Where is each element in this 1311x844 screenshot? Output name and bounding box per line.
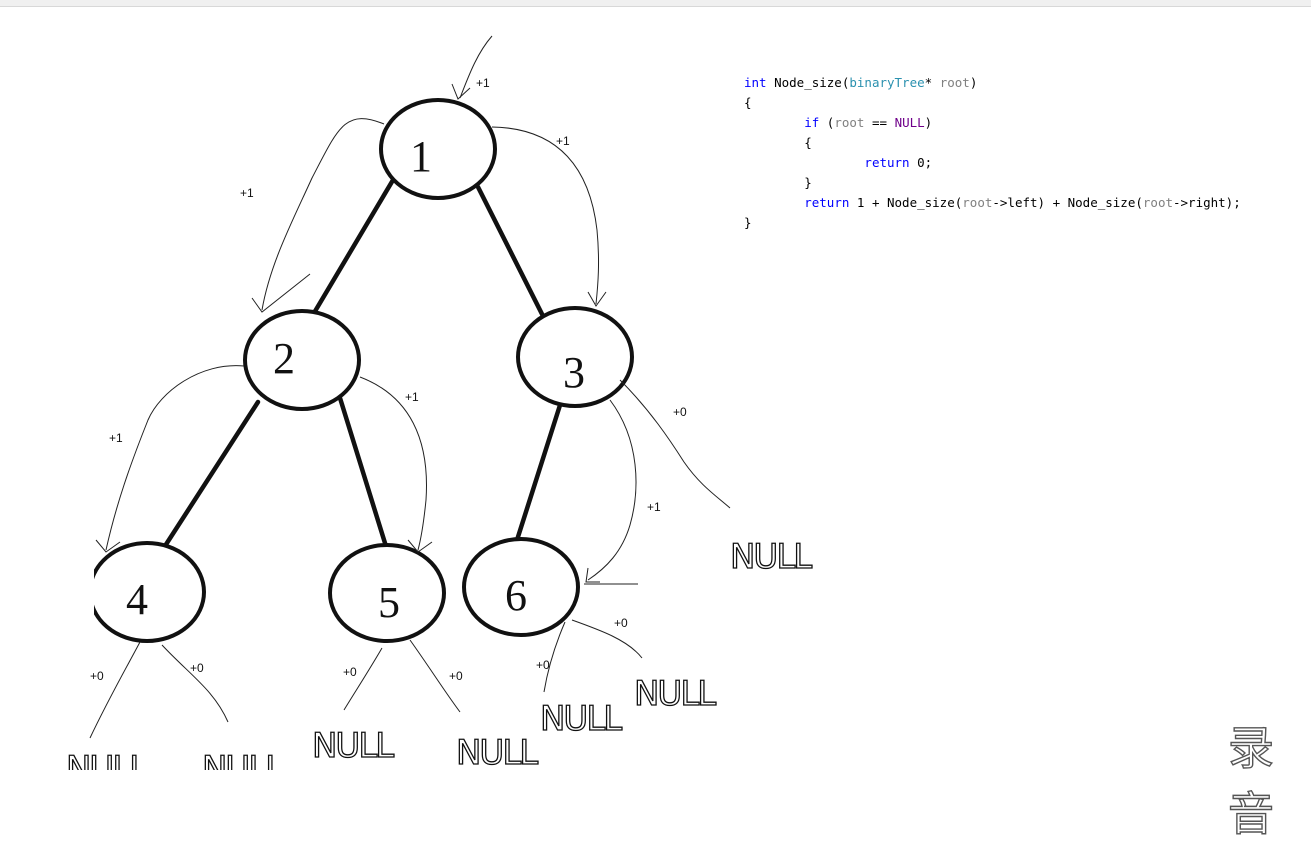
- code-text: ): [924, 115, 933, 130]
- arrow-4-left: [89, 641, 141, 739]
- code-text: ): [969, 75, 978, 90]
- node-1-label: 1: [410, 132, 432, 181]
- null-4-left: NULL: [66, 749, 148, 770]
- edge-2-4: [162, 399, 261, 549]
- edge-label-2-left: +1: [109, 431, 123, 445]
- code-indent: [744, 195, 804, 210]
- arrowhead-1-left: [251, 273, 311, 313]
- code-line-1: int Node_size(binaryTree* root): [744, 73, 1304, 93]
- node-3-label: 3: [563, 348, 585, 397]
- arrow-2-left: [105, 365, 245, 551]
- edge-1-3: [475, 184, 549, 325]
- code-text: (: [819, 115, 835, 130]
- null-3-right: NULL: [730, 537, 812, 577]
- edge-label-6-left: +0: [536, 658, 550, 672]
- arrowhead-2-left: [95, 539, 121, 553]
- code-text: 1 + Node_size(: [849, 195, 963, 210]
- arrowhead-1-right: [587, 291, 607, 307]
- code-line-2: {: [744, 95, 752, 110]
- node-6-label: 6: [505, 571, 527, 620]
- code-keyword: int: [744, 75, 767, 90]
- edge-label-5-left: +0: [343, 665, 357, 679]
- null-6-right: NULL: [634, 674, 716, 714]
- code-macro: NULL: [894, 115, 925, 130]
- code-text: ==: [864, 115, 895, 130]
- node-4-circle: [94, 541, 206, 643]
- arrow-5-left: [343, 647, 383, 711]
- node-2-label: 2: [273, 334, 295, 383]
- arrowhead-3-left: [585, 567, 600, 583]
- code-type: binaryTree: [849, 75, 925, 90]
- code-param: root: [834, 115, 865, 130]
- code-param: root: [962, 195, 993, 210]
- edge-label-4-left: +0: [90, 669, 104, 683]
- code-keyword: return: [804, 195, 850, 210]
- null-6-left: NULL: [540, 699, 622, 739]
- recording-watermark: 录音: [1227, 720, 1276, 841]
- node-1-circle: [379, 98, 497, 200]
- node-4-label: 4: [126, 575, 148, 624]
- arrowhead-2-right: [407, 539, 433, 553]
- code-param: root: [939, 75, 970, 90]
- code-line-3: if (root == NULL): [744, 113, 1304, 133]
- arrow-6-left: [543, 621, 566, 693]
- code-indent: [744, 115, 804, 130]
- edge-3-6: [514, 399, 564, 543]
- edge-label-6-right: +0: [614, 616, 628, 630]
- top-toolbar-strip: [0, 0, 1311, 7]
- arrow-4-right: [161, 644, 229, 723]
- edge-label-1-right: +1: [556, 134, 570, 148]
- tree-diagram: 1 2 3 4 5 6 +1 +1 +1 +1 +1 +1 +0 +0 +0 +…: [65, 35, 815, 770]
- code-keyword: return: [864, 155, 910, 170]
- code-line-6: }: [744, 175, 812, 190]
- code-snippet: int Node_size(binaryTree* root){ if (roo…: [744, 73, 1304, 233]
- code-line-8: }: [744, 215, 752, 230]
- code-param: root: [1142, 195, 1173, 210]
- code-line-4: {: [744, 135, 812, 150]
- code-indent: [744, 155, 864, 170]
- arrow-6-right: [571, 619, 643, 659]
- node-5-circle: [328, 543, 446, 643]
- node-2-circle: [243, 309, 361, 411]
- arrow-3-right: [619, 379, 731, 509]
- code-text: *: [924, 75, 940, 90]
- node-6-circle: [462, 537, 580, 637]
- edge-label-4-right: +0: [190, 661, 204, 675]
- code-line-7: return 1 + Node_size(root->left) + Node_…: [744, 193, 1304, 213]
- code-text: Node_size(: [766, 75, 850, 90]
- node-5-label: 5: [378, 578, 400, 627]
- edge-label-2-right: +1: [405, 390, 419, 404]
- edge-label-5-right: +0: [449, 669, 463, 683]
- edge-label-root: +1: [476, 76, 490, 90]
- arrow-into-root: [459, 35, 493, 99]
- code-text: ->right);: [1173, 195, 1241, 210]
- arrow-2-right: [359, 376, 427, 551]
- code-text: ->left) + Node_size(: [992, 195, 1143, 210]
- arrow-1-left: [261, 118, 385, 311]
- edge-label-1-left: +1: [240, 186, 254, 200]
- edge-label-3-left: +1: [647, 500, 661, 514]
- node-3-circle: [516, 306, 634, 408]
- arrow-3-left: [587, 399, 637, 581]
- edge-label-3-right: +0: [673, 405, 687, 419]
- null-4-right: NULL: [202, 749, 284, 770]
- code-keyword: if: [804, 115, 820, 130]
- null-5-right: NULL: [456, 733, 538, 770]
- arrow-5-right: [409, 639, 461, 713]
- code-line-5: return 0;: [744, 153, 1304, 173]
- arrow-1-right: [491, 126, 600, 305]
- code-text: 0;: [909, 155, 933, 170]
- arrowhead-root: [451, 83, 471, 100]
- edge-2-5: [337, 395, 392, 559]
- edge-1-2: [311, 177, 396, 316]
- null-5-left: NULL: [312, 726, 394, 766]
